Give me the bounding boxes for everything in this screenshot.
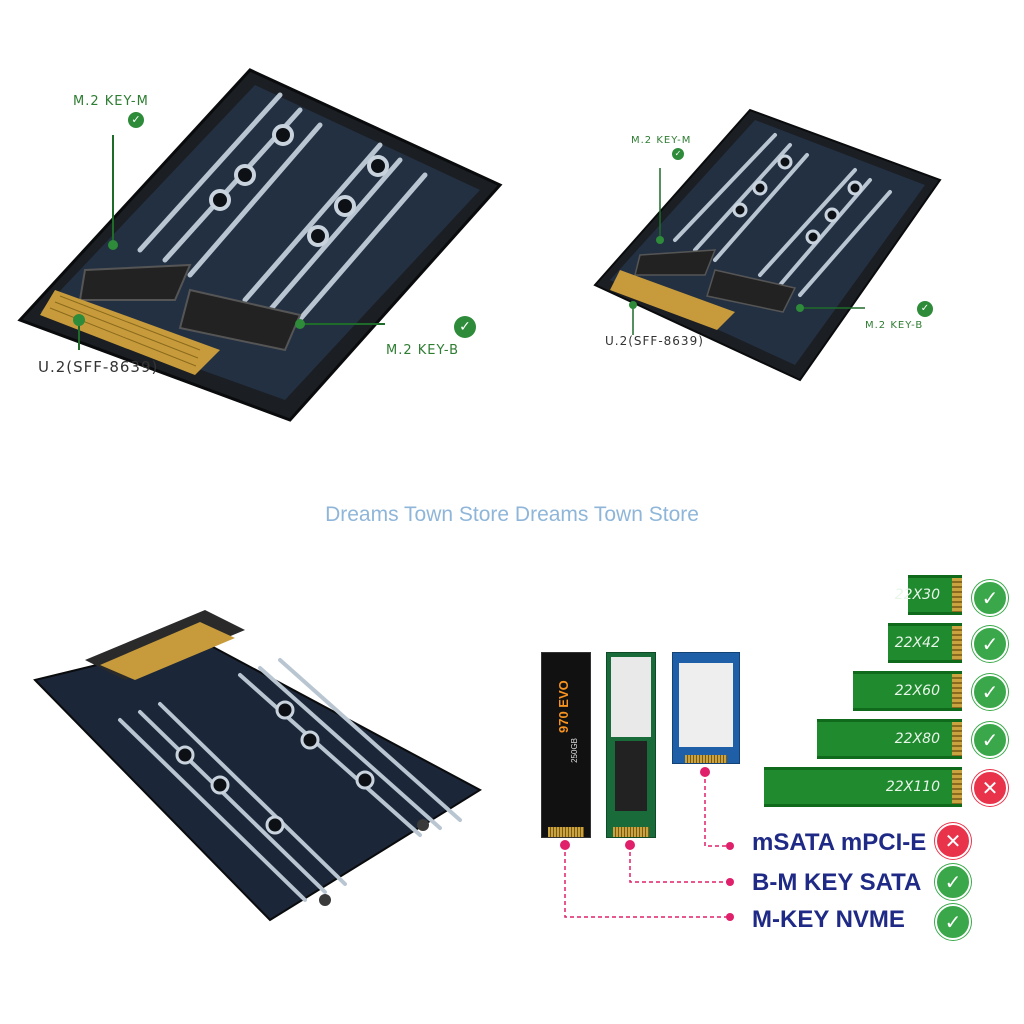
interface-label-m-nvme: M-KEY NVME: [752, 906, 905, 933]
check-icon: ✓: [935, 904, 971, 940]
size-bar-22x42: 22X42: [888, 623, 962, 663]
ssd-msata-card: [672, 652, 740, 764]
cross-icon: ✕: [972, 770, 1008, 806]
size-label: 22X110: [885, 779, 940, 795]
size-label: 22X60: [894, 683, 940, 699]
adapter-board-small: [593, 108, 942, 382]
callout-u2-large: U.2(SFF-8639): [38, 358, 159, 376]
size-label: 22X80: [894, 731, 940, 747]
size-bar-22x110: 22X110: [764, 767, 962, 807]
ssd-label-evo: 970 EVO: [556, 680, 571, 733]
check-icon: ✓: [972, 674, 1008, 710]
check-icon: ✓: [672, 148, 684, 160]
callout-u2-small: U.2(SFF-8639): [605, 334, 704, 348]
watermark-text: Dreams Town Store Dreams Town Store: [325, 503, 699, 526]
check-icon: ✓: [128, 112, 144, 128]
cross-icon: ✕: [935, 823, 971, 859]
check-icon: ✓: [935, 864, 971, 900]
ssd-sata-card: [606, 652, 656, 838]
size-label: 22X42: [894, 635, 940, 651]
adapter-board-rotated: [33, 610, 483, 922]
check-icon: ✓: [972, 626, 1008, 662]
callout-key-b-small: M.2 KEY-B: [865, 320, 924, 331]
check-icon: ✓: [972, 580, 1008, 616]
callout-key-m-large: M.2 KEY-M: [73, 94, 149, 109]
size-label: 22X30: [894, 587, 940, 603]
check-icon: ✓: [972, 722, 1008, 758]
callout-key-m-small: M.2 KEY-M: [631, 135, 692, 146]
check-icon: ✓: [917, 301, 933, 317]
size-bar-22x30: 22X30: [895, 575, 962, 615]
ssd-nvme-card: 970 EVO 250GB: [541, 652, 591, 838]
interface-leaders: [560, 767, 734, 921]
size-bar-22x60: 22X60: [853, 671, 962, 711]
size-bar-22x80: 22X80: [817, 719, 962, 759]
check-icon: ✓: [454, 316, 476, 338]
callout-key-b-large: M.2 KEY-B: [386, 343, 460, 358]
interface-label-bm-sata: B-M KEY SATA: [752, 869, 922, 896]
adapter-board-large: [17, 68, 503, 422]
interface-label-msata: mSATA mPCI-E: [752, 829, 927, 856]
